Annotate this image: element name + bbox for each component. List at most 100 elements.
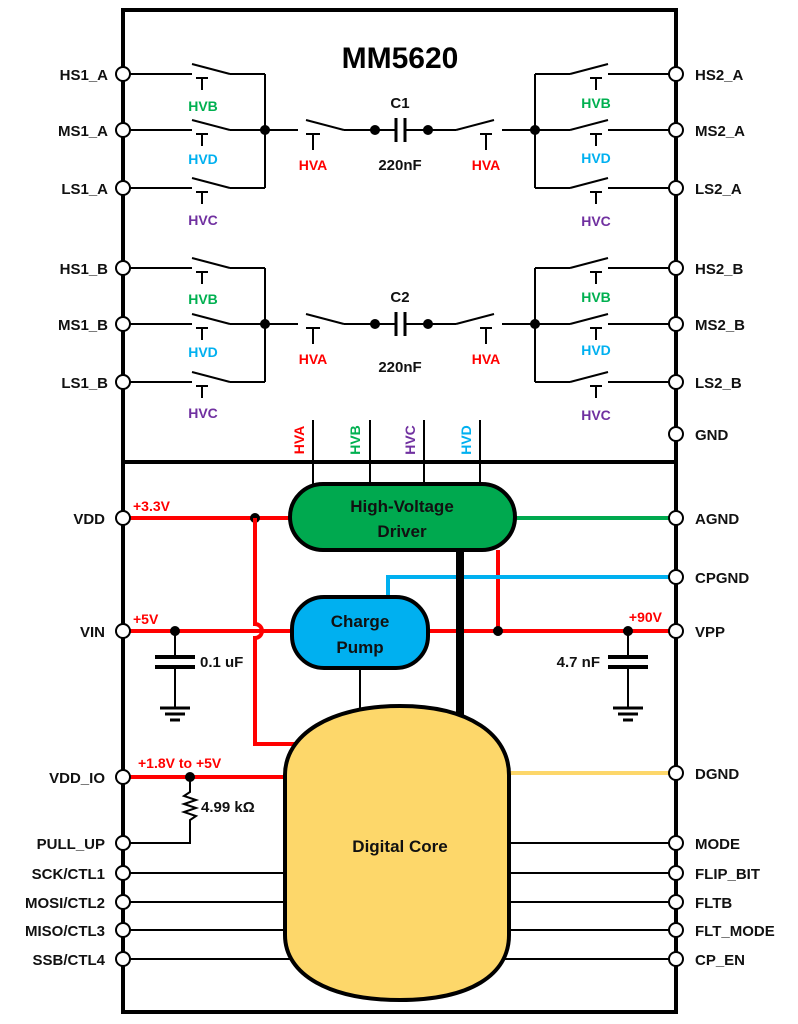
- switch-control-label: HVD: [581, 150, 611, 166]
- pin-vdd-io[interactable]: [115, 769, 131, 785]
- pin-agnd[interactable]: [668, 510, 684, 526]
- pin-label: FLTB: [695, 895, 732, 912]
- pin-ms1-a[interactable]: [115, 122, 131, 138]
- pin-vpp[interactable]: [668, 623, 684, 639]
- pump-label-line1: Charge: [331, 612, 390, 631]
- pin-label: FLIP_BIT: [695, 866, 760, 883]
- series-switch-label: HVA: [472, 157, 501, 173]
- switch-control-label: HVB: [581, 95, 611, 111]
- switch-control-label: HVC: [188, 212, 218, 228]
- pump-label-line2: Pump: [336, 638, 383, 657]
- pin-flt-mode[interactable]: [668, 922, 684, 938]
- pin-vin[interactable]: [115, 623, 131, 639]
- pin-label: MS2_B: [695, 317, 745, 334]
- pin-hs2-b[interactable]: [668, 260, 684, 276]
- vpp-voltage-label: +90V: [629, 609, 663, 625]
- pin-hs2-a[interactable]: [668, 66, 684, 82]
- driver-output-label: HVD: [458, 425, 474, 455]
- series-switch-label: HVA: [299, 157, 328, 173]
- pin-label: MOSI/CTL2: [25, 895, 105, 912]
- switch-control-label: HVD: [188, 151, 218, 167]
- power-wiring: [130, 513, 670, 782]
- pin-label: SCK/CTL1: [32, 866, 105, 883]
- switch-control-label: HVC: [581, 407, 611, 423]
- vin-capacitor-value: 0.1 uF: [200, 654, 243, 671]
- pin-gnd[interactable]: [668, 426, 684, 442]
- pin-label: VDD_IO: [49, 770, 105, 787]
- pin-vdd[interactable]: [115, 510, 131, 526]
- driver-output-label: HVB: [347, 425, 363, 455]
- right-switch-bank-b: HVB HVD HVC: [530, 257, 670, 423]
- pin-label: VIN: [80, 624, 105, 641]
- pin-ms2-b[interactable]: [668, 316, 684, 332]
- pin-label: DGND: [695, 766, 739, 783]
- vpp-decoupling-capacitor: 4.7 nF: [557, 631, 648, 722]
- pin-hs1-a[interactable]: [115, 66, 131, 82]
- right-switch-bank-a: HVB HVD HVC: [530, 63, 670, 229]
- pin-label: CPGND: [695, 570, 749, 587]
- pin-label: VPP: [695, 624, 725, 641]
- resistor-value: 4.99 kΩ: [201, 799, 255, 816]
- driver-output-lines: HVA HVB HVC HVD: [291, 420, 481, 484]
- pin-fltb[interactable]: [668, 894, 684, 910]
- junction-dot: [260, 125, 270, 135]
- left-pins: HS1_A MS1_A LS1_A HS1_B MS1_B LS1_B VDD …: [25, 66, 131, 969]
- pin-label: PULL_UP: [37, 836, 105, 853]
- pin-mosi-ctl2[interactable]: [115, 894, 131, 910]
- pin-label: LS1_B: [61, 375, 108, 392]
- pin-ssb-ctl4[interactable]: [115, 951, 131, 967]
- series-switch-label: HVA: [472, 351, 501, 367]
- left-switch-bank-b: HVB HVD HVC: [130, 257, 298, 421]
- pin-ls1-b[interactable]: [115, 374, 131, 390]
- capacitor-name: C1: [390, 95, 409, 112]
- pin-sck-ctl1[interactable]: [115, 865, 131, 881]
- pin-cp-en[interactable]: [668, 951, 684, 967]
- pin-dgnd[interactable]: [668, 765, 684, 781]
- vdd-io-voltage-label: +1.8V to +5V: [138, 755, 222, 771]
- pin-label: MS1_A: [58, 123, 108, 140]
- pin-flip-bit[interactable]: [668, 865, 684, 881]
- vpp-capacitor-value: 4.7 nF: [557, 654, 600, 671]
- pin-ls2-b[interactable]: [668, 374, 684, 390]
- series-capacitor-b: HVA C2 220nF HVA: [299, 289, 535, 376]
- chip-title: MM5620: [342, 42, 459, 75]
- pin-label: CP_EN: [695, 952, 745, 969]
- pin-label: HS2_A: [695, 67, 744, 84]
- driver-label-line2: Driver: [377, 522, 427, 541]
- pin-label: SSB/CTL4: [32, 952, 105, 969]
- pin-label: MODE: [695, 836, 740, 853]
- pin-miso-ctl3[interactable]: [115, 922, 131, 938]
- high-voltage-driver-block[interactable]: High-Voltage Driver: [288, 482, 517, 552]
- capacitor-value: 220nF: [378, 157, 421, 174]
- capacitor-value: 220nF: [378, 359, 421, 376]
- series-switch-label: HVA: [299, 351, 328, 367]
- pin-ls2-a[interactable]: [668, 180, 684, 196]
- switch-control-label: HVD: [188, 344, 218, 360]
- switch-control-label: HVB: [581, 289, 611, 305]
- capacitor-name: C2: [390, 289, 409, 306]
- pin-ls1-a[interactable]: [115, 180, 131, 196]
- pin-label: FLT_MODE: [695, 923, 775, 940]
- pin-hs1-b[interactable]: [115, 260, 131, 276]
- pin-label: MISO/CTL3: [25, 923, 105, 940]
- switch-control-label: HVB: [188, 291, 218, 307]
- switch-control-label: HVD: [581, 342, 611, 358]
- pin-label: MS2_A: [695, 123, 745, 140]
- switch-group-a: HVB HVD HVC HVA C1 220nF HVA: [130, 63, 670, 229]
- pin-ms2-a[interactable]: [668, 122, 684, 138]
- ground-icon: [160, 706, 190, 722]
- pin-label: HS1_B: [60, 261, 109, 278]
- charge-pump-block[interactable]: Charge Pump: [290, 595, 430, 670]
- pin-cpgnd[interactable]: [668, 569, 684, 585]
- pin-mode[interactable]: [668, 835, 684, 851]
- pin-label: VDD: [73, 511, 105, 528]
- left-switch-bank-a: HVB HVD HVC: [130, 63, 298, 228]
- vdd-voltage-label: +3.3V: [133, 498, 171, 514]
- core-label: Digital Core: [352, 837, 447, 856]
- driver-output-label: HVA: [291, 426, 307, 455]
- pin-pull-up[interactable]: [115, 835, 131, 851]
- digital-core-block[interactable]: Digital Core: [283, 703, 511, 1003]
- pin-ms1-b[interactable]: [115, 316, 131, 332]
- pin-label: LS2_B: [695, 375, 742, 392]
